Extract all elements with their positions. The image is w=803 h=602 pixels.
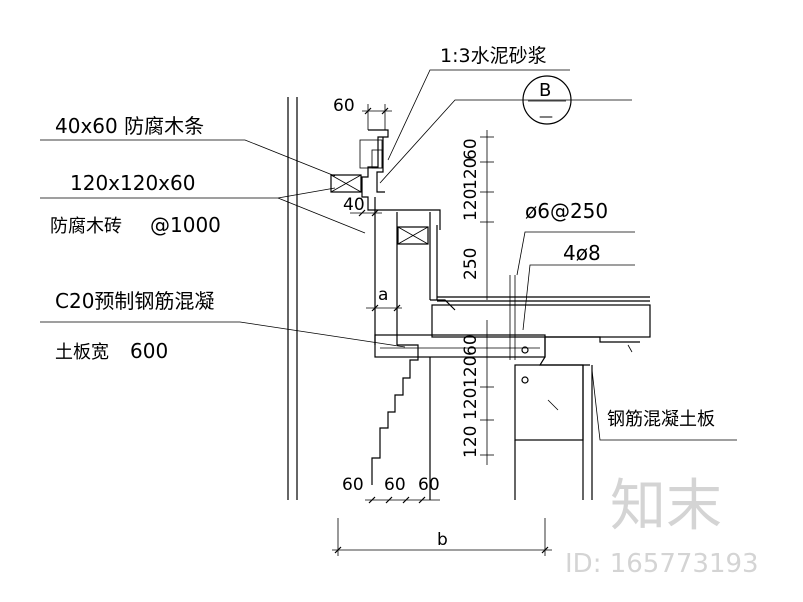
wood-brick-block: [397, 226, 429, 245]
precast-width-label: 600: [130, 339, 168, 363]
dim-lower-120b: 120: [461, 388, 481, 420]
dim-a: a: [378, 285, 388, 305]
upper-dimension-chain: [480, 130, 494, 300]
wood-strip-label: 40x60 防腐木条: [55, 114, 204, 138]
rebar-main-label: 4ø8: [563, 241, 601, 265]
lower-stair-profile: [371, 344, 431, 500]
wood-brick-label: 防腐木砖: [50, 216, 122, 237]
gap-40-dimension: [350, 209, 382, 217]
mortar-label: 1:3水泥砂浆: [440, 45, 547, 67]
dim-gap-40: 40: [343, 195, 365, 215]
dim-b: b: [437, 530, 448, 550]
precast-label-line2: 土板宽: [55, 342, 109, 363]
dim-lower-60: 60: [461, 334, 481, 356]
dim-lower-120c: 120: [461, 426, 481, 458]
dim-250: 250: [461, 248, 481, 280]
wall-lines: [287, 97, 298, 500]
a-dimension: [366, 304, 402, 312]
upper-step-profile: [359, 129, 441, 230]
section-b-sub: —: [539, 109, 553, 125]
wood-strip-block: [330, 174, 362, 193]
floor-layer: [431, 296, 651, 338]
dim-bottom-60c: 60: [418, 475, 440, 495]
dim-lower-120a: 120: [461, 356, 481, 388]
lower-dimension-chain: [480, 320, 494, 465]
dim-upper-120a: 120: [461, 158, 481, 190]
wood-brick-size-label: 120x120x60: [70, 171, 195, 195]
bottom-60-dimensions: [365, 496, 440, 504]
b-dimension: [332, 518, 552, 556]
precast-label-line1: C20预制钢筋混凝: [55, 289, 214, 313]
section-b-marker: [522, 75, 572, 125]
wood-brick-spacing-label: @1000: [150, 213, 221, 237]
rebar-marks: [509, 275, 529, 384]
dim-top-60: 60: [333, 96, 355, 116]
section-b-letter: B: [539, 80, 551, 101]
dim-upper-120b: 120: [461, 189, 481, 221]
rc-beam: [514, 344, 633, 500]
dim-bottom-60b: 60: [384, 475, 406, 495]
leader-lines: [40, 69, 737, 441]
dim-upper-60: 60: [461, 138, 481, 160]
watermark-id: ID: 165773193: [565, 549, 759, 579]
rc-slab-label: 钢筋混凝土板: [607, 409, 715, 430]
top-60-dimension: [362, 104, 392, 130]
watermark-brand: 知末: [610, 474, 722, 539]
dim-bottom-60a: 60: [342, 475, 364, 495]
rebar-stirrup-label: ø6@250: [525, 199, 608, 223]
vertical-posts: [374, 197, 456, 345]
